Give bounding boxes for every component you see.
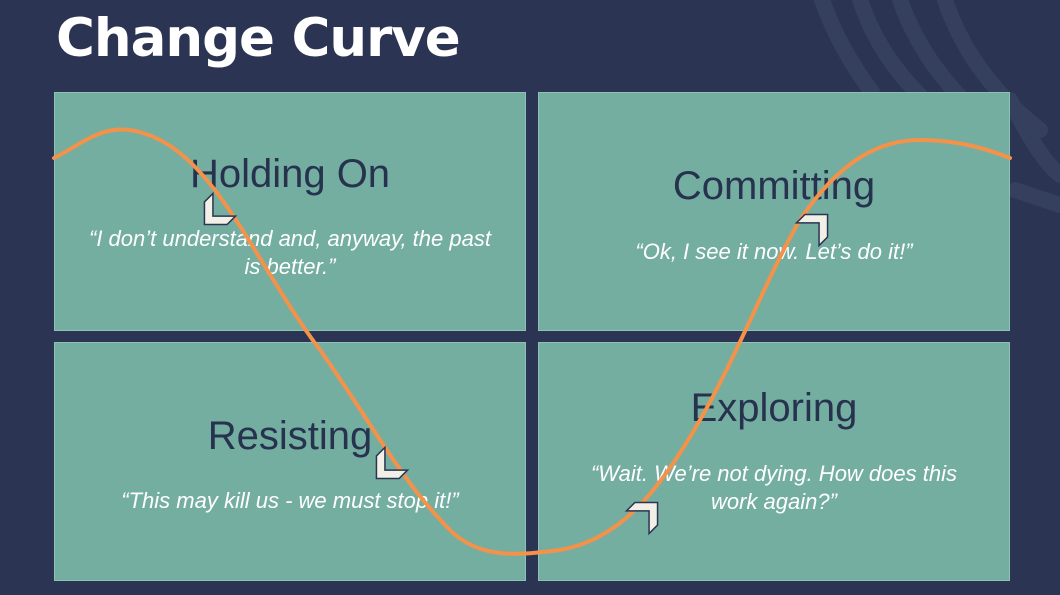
- panel-heading: Resisting: [207, 414, 373, 458]
- panel-quote: “This may kill us - we must stop it!”: [121, 488, 459, 513]
- slide-title: Change Curve: [56, 8, 461, 69]
- panel-holding-on: Holding On “I don’t understand and, anyw…: [54, 92, 526, 331]
- panel-quote: “Wait. We’re not dying. How does this wo…: [590, 461, 957, 514]
- panel-quote: “I don’t understand and, anyway, the pas…: [89, 226, 491, 279]
- panel-resisting: Resisting “This may kill us - we must st…: [54, 342, 526, 581]
- panel-heading: Committing: [672, 164, 876, 208]
- panel-quote: “Ok, I see it now. Let’s do it!”: [635, 239, 913, 264]
- panel-heading: Holding On: [189, 152, 391, 196]
- panel-committing: Committing “Ok, I see it now. Let’s do i…: [538, 92, 1010, 331]
- panel-heading: Exploring: [690, 386, 858, 430]
- panel-exploring: Exploring “Wait. We’re not dying. How do…: [538, 342, 1010, 581]
